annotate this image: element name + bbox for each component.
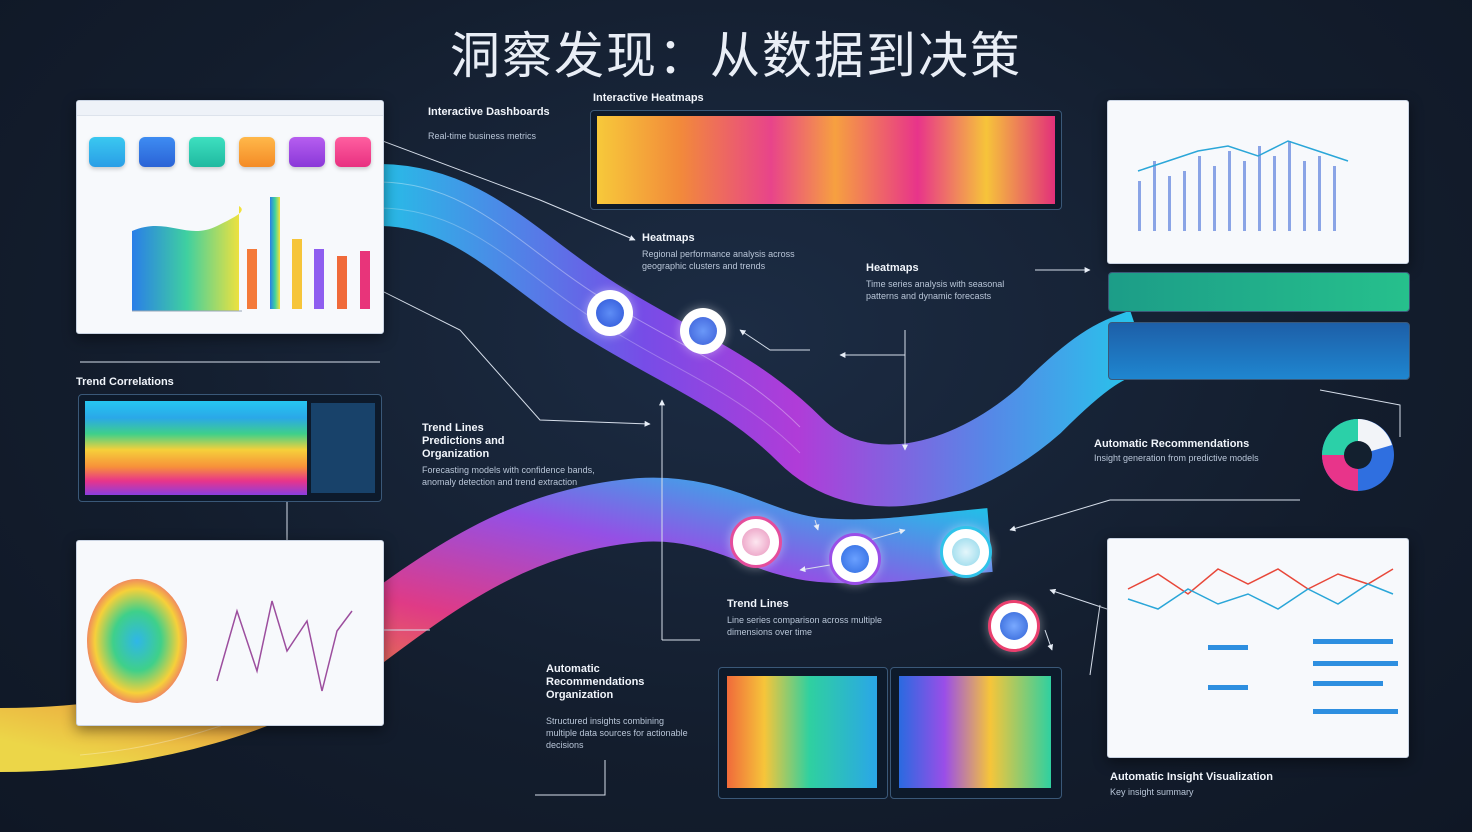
flow-node-icon[interactable] [988, 600, 1040, 652]
page-title: 洞察发现：从数据到决策 [450, 27, 1022, 85]
label-auto-bottom-title: Automatic [546, 663, 600, 675]
flow-node-icon[interactable] [940, 526, 992, 578]
label-dashboard-desc: Real-time business metrics [428, 131, 537, 141]
label-auto-right: Automatic Recommendations [1094, 438, 1250, 450]
flow-node-icon[interactable] [829, 533, 881, 585]
label-auto-visual: Automatic Insight Visualization [1110, 771, 1273, 783]
label-trend-correlation: Trend Correlations [76, 376, 174, 388]
label-trend-bottom-desc: Line series comparison across multiple d… [727, 615, 883, 637]
flow-node-icon[interactable] [730, 516, 782, 568]
wave-panel-top[interactable] [1108, 272, 1410, 312]
label-heatmap-top: Interactive Heatmaps [593, 92, 704, 104]
label-heatmap-mid: Heatmaps [642, 232, 695, 244]
label-auto-bottom-desc: Structured insights combining multiple d… [546, 716, 688, 750]
label-trend-lines-title2: Predictions and [422, 435, 505, 447]
line-table-card[interactable] [1107, 538, 1409, 758]
flow-node-icon[interactable] [587, 290, 633, 336]
label-trend-lines-title3: Organization [422, 448, 490, 460]
label-heatmap-right-desc: Time series analysis with seasonal patte… [866, 279, 1005, 301]
dashboard-card[interactable] [76, 100, 384, 334]
label-trend-lines-desc: Forecasting models with confidence bands… [422, 465, 595, 487]
trend-heatmap-panel[interactable] [78, 394, 382, 502]
wave-panel-bottom[interactable] [1108, 322, 1410, 380]
label-dashboard-title: Interactive Dashboards [428, 106, 550, 118]
upper-ribbon [376, 164, 1151, 507]
heatmap-map-panel[interactable] [590, 110, 1062, 210]
table-panel-right[interactable] [890, 667, 1062, 799]
label-auto-right-desc: Insight generation from predictive model… [1094, 453, 1259, 463]
label-auto-visual-desc: Key insight summary [1110, 787, 1194, 797]
label-trend-bottom: Trend Lines [727, 598, 789, 610]
label-heatmap-right: Heatmaps [866, 262, 919, 274]
label-auto-bottom-title3: Organization [546, 689, 614, 701]
label-trend-lines-title: Trend Lines [422, 422, 484, 434]
table-panel-left[interactable] [718, 667, 888, 799]
label-heatmap-mid-desc: Regional performance analysis across geo… [642, 249, 795, 271]
scatter-card[interactable] [76, 540, 384, 726]
bar-chart-card[interactable] [1107, 100, 1409, 264]
pie-chart-icon[interactable] [1318, 415, 1398, 495]
flow-node-icon[interactable] [680, 308, 726, 354]
label-auto-bottom-title2: Recommendations [546, 676, 645, 688]
